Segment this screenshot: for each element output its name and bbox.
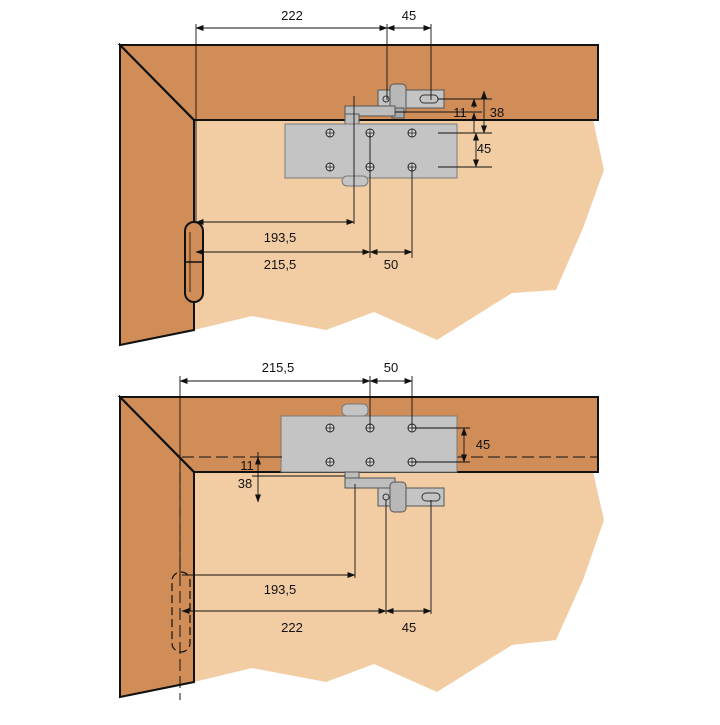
bottom-dim-11: 11 <box>240 458 254 473</box>
bottom-view: 215,5 50 45 11 38 193,5 222 45 <box>117 360 604 700</box>
bottom-dim-215-5: 215,5 <box>262 360 295 375</box>
top-dim-45-side: 45 <box>477 141 491 156</box>
bottom-dimensions <box>179 376 470 614</box>
top-dim-38: 38 <box>490 105 504 120</box>
top-dim-45-top: 45 <box>402 8 416 23</box>
bottom-dim-222: 222 <box>281 620 303 635</box>
top-dim-222: 222 <box>281 8 303 23</box>
bottom-dim-193-5: 193,5 <box>264 582 297 597</box>
top-dim-50: 50 <box>384 257 398 272</box>
closer-body <box>284 123 458 187</box>
bottom-dim-45-bottom: 45 <box>402 620 416 635</box>
bottom-dim-50: 50 <box>384 360 398 375</box>
arm-bracket-bottom <box>377 481 445 513</box>
closer-arm-bottom <box>344 471 396 489</box>
bottom-dim-38: 38 <box>238 476 252 491</box>
top-dim-215-5: 215,5 <box>264 257 297 272</box>
bottom-dim-45-side: 45 <box>476 437 490 452</box>
hinge <box>184 221 204 303</box>
top-dim-11: 11 <box>453 105 467 120</box>
door-leaf-bottom <box>194 472 604 692</box>
closer-body-bottom <box>280 403 458 473</box>
top-dim-193-5: 193,5 <box>264 230 297 245</box>
top-view: 222 45 11 38 45 193,5 215,5 50 <box>117 8 604 347</box>
hinge-hidden <box>171 571 191 653</box>
top-dimensions <box>195 24 492 258</box>
arm-bracket <box>377 83 445 119</box>
